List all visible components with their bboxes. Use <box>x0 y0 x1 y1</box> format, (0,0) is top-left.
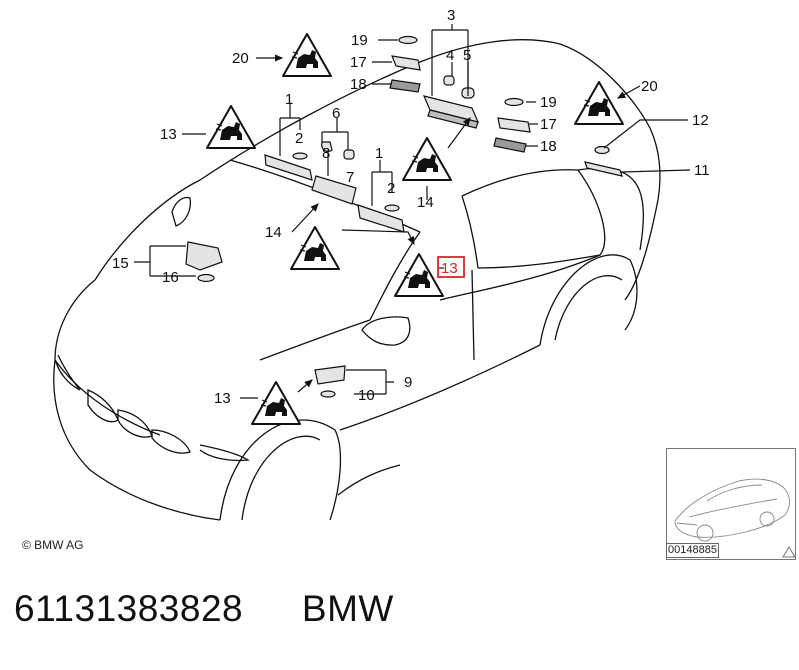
callout-13-highlighted: 13 <box>441 260 458 277</box>
illustration-code: 00148885 <box>666 543 719 558</box>
car-thumbnail-icon <box>674 478 790 542</box>
callout-5: 5 <box>463 47 471 64</box>
callout-17: 17 <box>350 54 367 71</box>
callout-18: 18 <box>540 138 557 155</box>
callout-18: 18 <box>350 76 367 93</box>
car-overview-thumbnail <box>666 448 796 560</box>
leader-lines <box>134 24 691 399</box>
callout-7: 7 <box>346 169 354 186</box>
highlight-box <box>437 256 465 278</box>
callout-14: 14 <box>417 194 434 211</box>
callout-1: 1 <box>285 91 293 108</box>
callout-12: 12 <box>692 112 709 129</box>
callout-20: 20 <box>232 50 249 67</box>
brand-name: BMW <box>301 588 394 629</box>
callout-10: 10 <box>358 387 375 404</box>
callout-19: 19 <box>540 94 557 111</box>
callout-4: 4 <box>446 47 454 64</box>
callout-17: 17 <box>540 116 557 133</box>
footer-part-number: 61131383828 BMW <box>14 588 394 630</box>
callout-15: 15 <box>112 255 129 272</box>
callout-2: 2 <box>387 180 395 197</box>
parts <box>185 35 623 398</box>
copyright-notice: © BMW AG <box>22 538 84 552</box>
callout-6: 6 <box>332 105 340 122</box>
callout-1: 1 <box>375 145 383 162</box>
callout-2: 2 <box>295 130 303 147</box>
callout-11: 11 <box>694 162 710 179</box>
callout-19: 19 <box>351 32 368 49</box>
callout-20: 20 <box>641 78 658 95</box>
warning-small-icon <box>782 546 796 558</box>
part-number: 61131383828 <box>14 588 244 629</box>
callout-8: 8 <box>322 145 330 162</box>
callout-labels: 20 19 17 18 3 4 5 20 19 17 18 12 11 13 1… <box>112 7 710 407</box>
car-outline <box>53 39 661 521</box>
callout-13: 13 <box>214 390 231 407</box>
callout-3: 3 <box>447 7 455 24</box>
callout-9: 9 <box>404 374 412 391</box>
callout-13: 13 <box>160 126 177 143</box>
callout-14: 14 <box>265 224 282 241</box>
callout-16: 16 <box>162 269 179 286</box>
